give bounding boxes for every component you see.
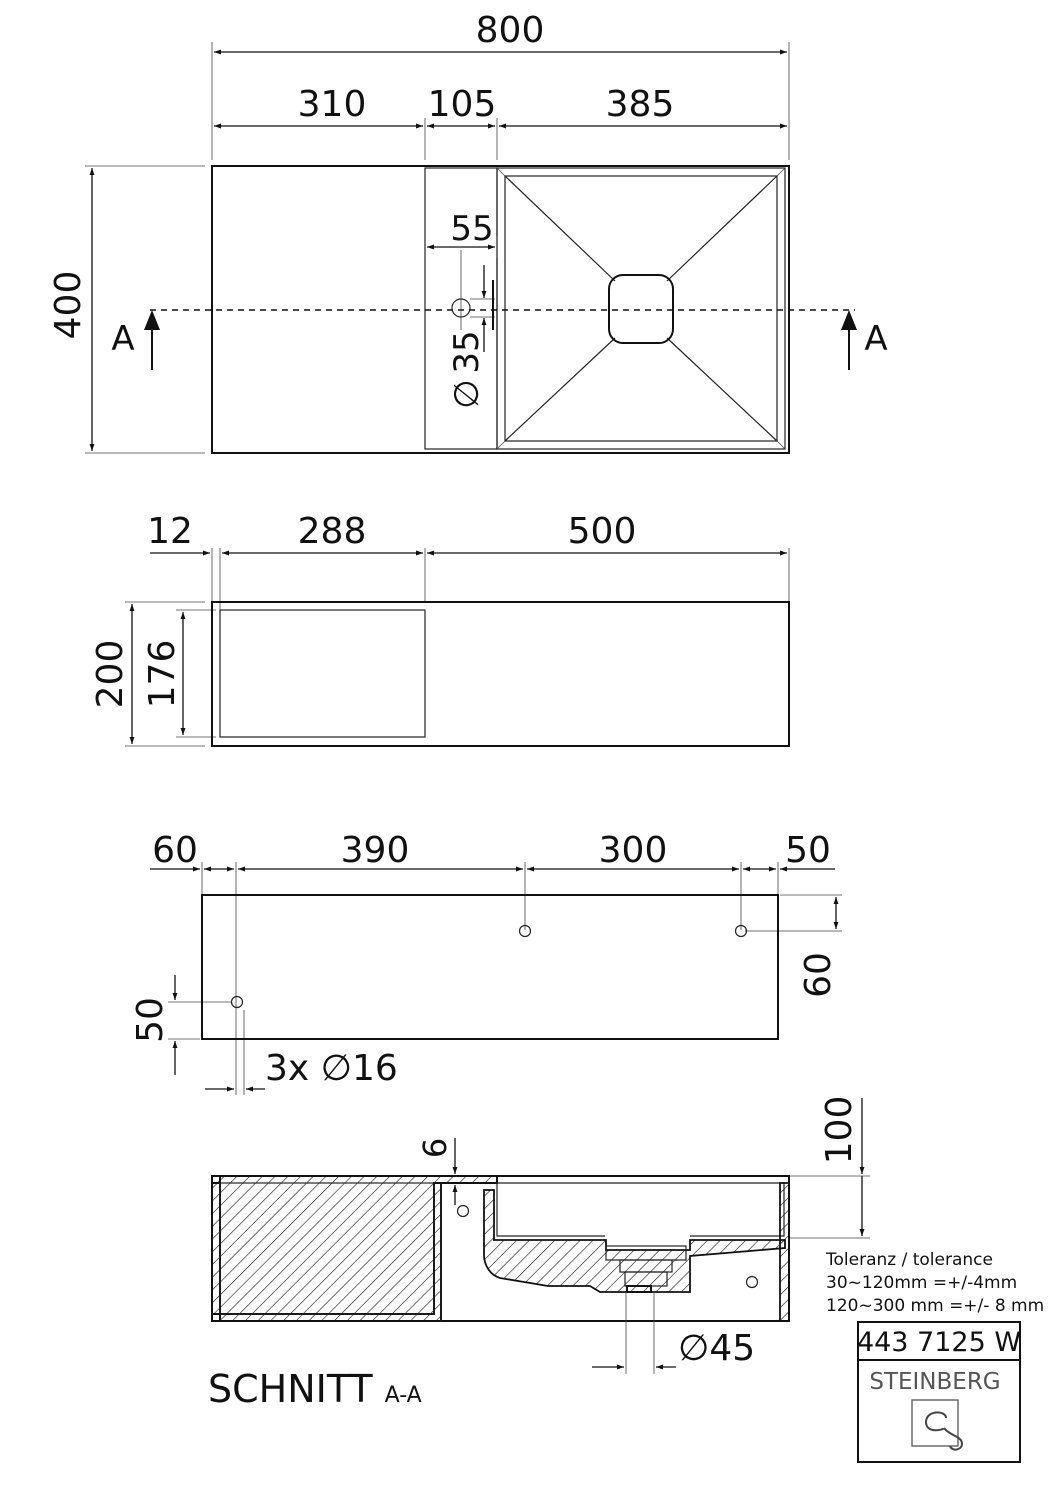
basin-floor <box>483 1189 786 1293</box>
dim-hole-spec: 3x <box>265 1048 321 1089</box>
brand-name: STEINBERG <box>869 1369 1000 1395</box>
dim-hole-diameter: 16 <box>352 1048 398 1089</box>
steinberg-logo-icon <box>911 1399 964 1451</box>
mounting-hole <box>456 1204 470 1218</box>
drain-cover <box>608 274 674 344</box>
dim-drain-label: ∅45 <box>678 1328 755 1369</box>
tolerance-line-two: 120~300 mm =+/- 8 mm <box>826 1296 1044 1316</box>
top-view: 800 310 105 385 400 A A <box>48 10 888 454</box>
tolerance-line-one: 30~120mm =+/-4mm <box>826 1273 1017 1293</box>
dim-seg-mid: 105 <box>428 84 497 125</box>
mounting-hole <box>734 924 748 938</box>
dim-hole-spec-label: 3x ∅16 <box>265 1048 398 1089</box>
dim-left-offset: 60 <box>152 830 198 871</box>
dim-drain-diameter: 45 <box>709 1328 755 1369</box>
front-compartment <box>219 609 426 738</box>
dim-overall-width: 800 <box>476 10 545 51</box>
dim-hole-height-right: 60 <box>798 952 839 998</box>
section-title-label: SCHNITT A-A <box>208 1367 422 1411</box>
dim-seg-left: 310 <box>298 84 367 125</box>
dim-tap-hole-symbol: ∅ <box>447 379 487 409</box>
section-title: SCHNITT <box>208 1367 373 1411</box>
title-block: 443 7125 W STEINBERG <box>857 1321 1021 1463</box>
section-mark-right: A <box>864 319 887 359</box>
dim-basin-width: 500 <box>568 511 637 552</box>
article-number: 443 7125 W <box>857 1327 1021 1358</box>
mounting-hole <box>745 1275 759 1289</box>
dim-depth: 100 <box>819 1096 860 1165</box>
basin-outer <box>496 167 786 450</box>
section-compartment <box>219 1182 435 1315</box>
mounting-hole <box>518 924 532 938</box>
dim-span-one: 390 <box>341 830 410 871</box>
dim-seg-right: 385 <box>606 84 675 125</box>
section-subtitle: A-A <box>385 1383 422 1408</box>
back-outline <box>201 894 779 1040</box>
dim-hole-height-left: 50 <box>130 997 171 1043</box>
front-view: 12 288 500 200 176 <box>90 511 790 747</box>
dim-right-offset: 50 <box>785 830 831 871</box>
mounting-hole <box>230 995 244 1009</box>
arrow-up-icon <box>841 310 857 370</box>
dim-tap-offset: 55 <box>450 209 493 249</box>
dim-wall: 12 <box>147 511 193 552</box>
dim-hole-symbol: ∅ <box>321 1048 352 1089</box>
dim-compartment-width: 288 <box>298 511 367 552</box>
dim-height: 400 <box>48 271 89 340</box>
back-view: 60 390 300 50 60 50 3x ∅16 <box>130 830 842 1095</box>
dim-span-two: 300 <box>599 830 668 871</box>
dim-overall-height: 200 <box>90 640 131 709</box>
front-outline <box>211 601 790 747</box>
dim-compartment-height: 176 <box>142 640 183 709</box>
tolerance-heading: Toleranz / tolerance <box>825 1250 993 1270</box>
arrow-up-icon <box>144 310 160 370</box>
dim-tap-hole: 35 <box>447 330 487 373</box>
basin-inner <box>504 175 778 442</box>
section-mark-left: A <box>111 319 134 359</box>
section-view: 100 6 ∅45 SCHNITT A-A <box>208 1096 870 1411</box>
tolerance-note: Toleranz / tolerance 30~120mm =+/-4mm 12… <box>825 1250 1044 1316</box>
dim-top-thickness: 6 <box>416 1138 454 1158</box>
section-shell <box>211 1175 498 1315</box>
dim-drain-symbol: ∅ <box>678 1328 709 1369</box>
